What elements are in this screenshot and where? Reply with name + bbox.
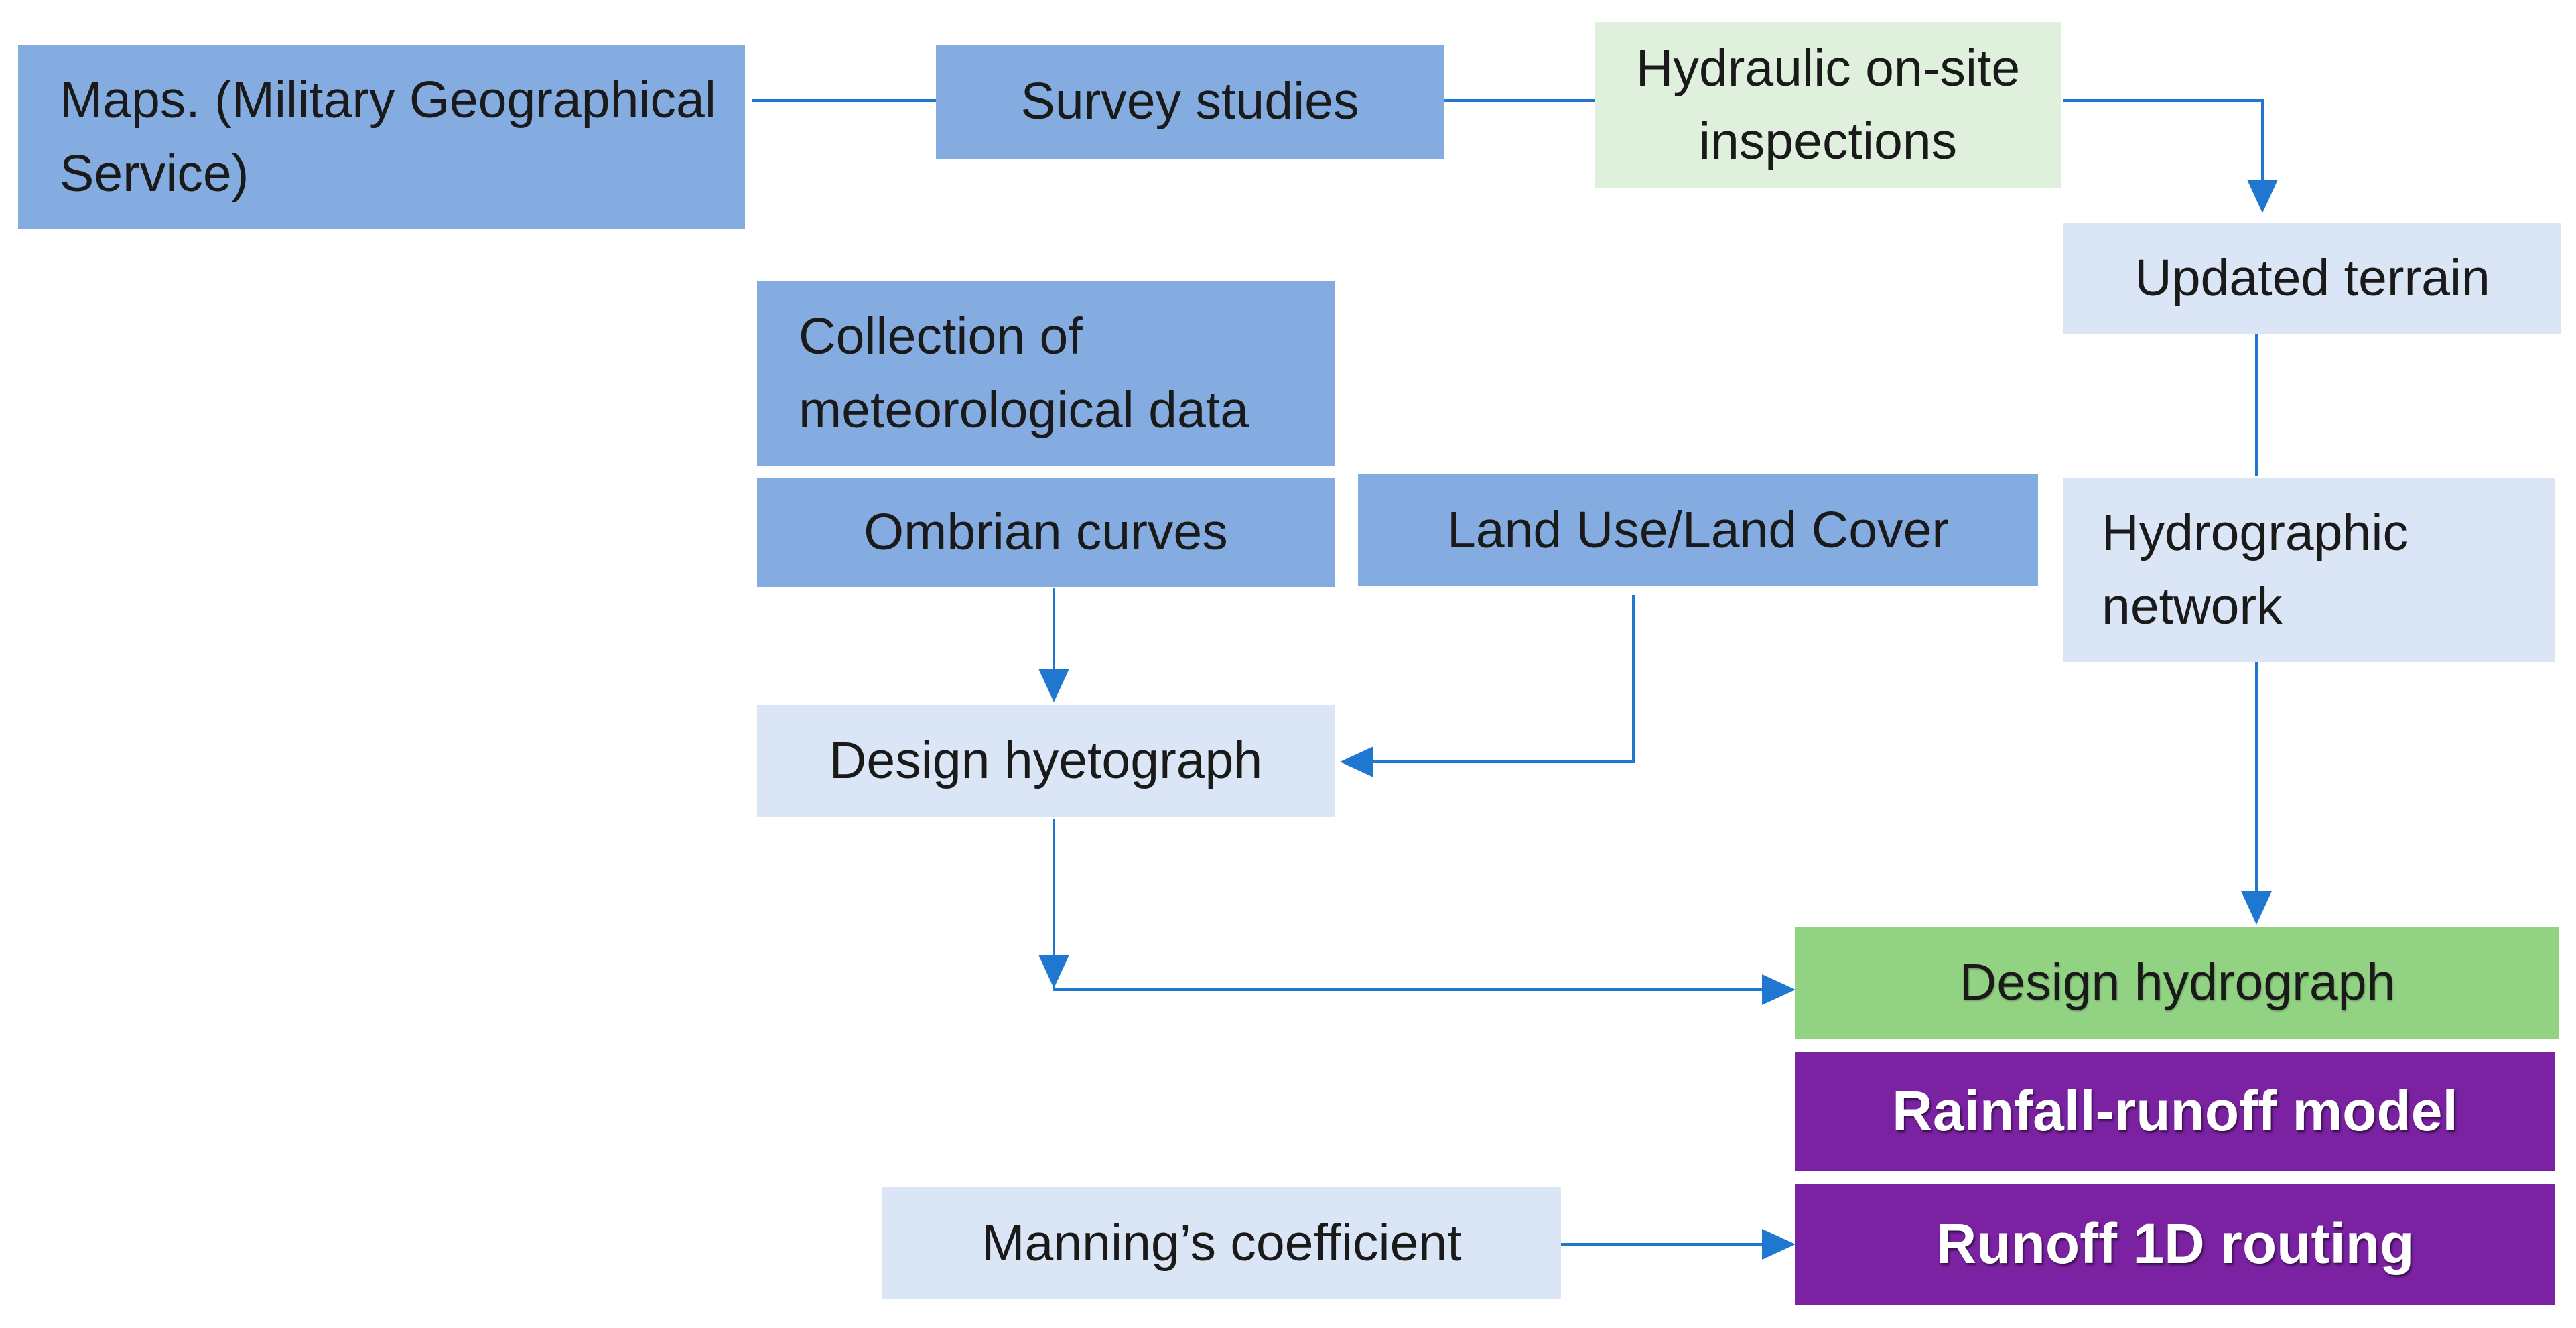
node-manning-coefficient: Manning’s coefficient xyxy=(882,1187,1561,1299)
node-runoff-routing-label: Runoff 1D routing xyxy=(1936,1212,2415,1276)
node-design-hyetograph-label: Design hyetograph xyxy=(829,731,1263,789)
node-manning-coefficient-label: Manning’s coefficient xyxy=(981,1213,1462,1272)
node-rainfall-runoff-model-label: Rainfall-runoff model xyxy=(1892,1079,2458,1142)
node-ombrian-curves: Ombrian curves xyxy=(757,478,1335,587)
arrowhead-design-hydrograph-left xyxy=(1762,974,1795,1005)
node-runoff-routing: Runoff 1D routing xyxy=(1795,1184,2555,1305)
node-ombrian-curves-label: Ombrian curves xyxy=(864,503,1228,561)
arrowhead-hyetograph-top xyxy=(1038,669,1069,702)
arrowhead-hyetograph-down xyxy=(1038,955,1069,988)
edge-landuse-hyetograph xyxy=(1373,595,1635,763)
node-survey-studies: Survey studies xyxy=(936,45,1444,159)
edge-hydraulic-updated-terrain xyxy=(2063,99,2264,181)
node-land-use: Land Use/Land Cover xyxy=(1358,474,2038,586)
node-updated-terrain: Updated terrain xyxy=(2063,223,2561,334)
node-rainfall-runoff-model: Rainfall-runoff model xyxy=(1795,1052,2555,1171)
edge-hyetograph-design-hydrograph xyxy=(1053,819,1762,991)
node-hydraulic-inspections: Hydraulic on-site inspections xyxy=(1595,22,2061,188)
node-design-hydrograph: Design hydrograph xyxy=(1795,927,2559,1039)
node-design-hydrograph-label: Design hydrograph xyxy=(1959,953,2396,1011)
node-collection-meteorological-label: Collection of meteorological data xyxy=(799,308,1249,439)
node-hydrographic-network-label: Hydrographic network xyxy=(2102,504,2409,635)
arrowhead-design-hydrograph-top xyxy=(2241,891,2272,925)
arrowhead-hyetograph-right xyxy=(1340,746,1373,777)
node-land-use-label: Land Use/Land Cover xyxy=(1446,501,1950,559)
node-hydraulic-inspections-label: Hydraulic on-site inspections xyxy=(1635,39,2021,170)
node-hydrographic-network: Hydrographic network xyxy=(2063,478,2555,662)
node-survey-studies-label: Survey studies xyxy=(1020,72,1359,131)
arrowhead-routing xyxy=(1762,1229,1795,1260)
node-maps: Maps. (Military Geographical Service) xyxy=(18,45,745,229)
node-updated-terrain-label: Updated terrain xyxy=(2134,249,2490,307)
node-design-hyetograph: Design hyetograph xyxy=(757,705,1335,817)
node-collection-meteorological: Collection of meteorological data xyxy=(757,281,1335,466)
node-maps-label: Maps. (Military Geographical Service) xyxy=(60,71,716,202)
arrowhead-updated-terrain xyxy=(2247,180,2278,213)
